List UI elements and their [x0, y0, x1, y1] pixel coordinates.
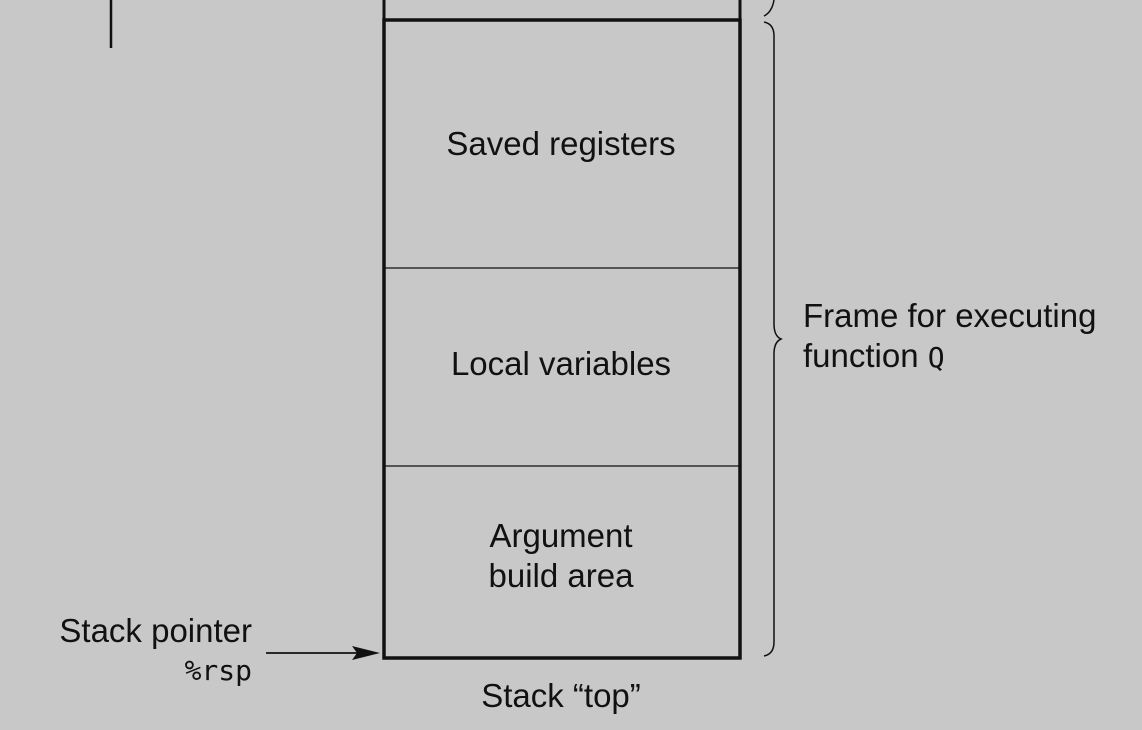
argument-build-area-line2: build area [488, 557, 634, 594]
stack-pointer-register: %rsp [184, 654, 252, 687]
previous-frame-brace [763, 0, 775, 17]
frame-label-function-name: Q [927, 341, 945, 374]
frame-label-function-word: function [803, 337, 919, 374]
local-variables-label: Local variables [450, 345, 672, 382]
argument-build-area-line1: Argument [489, 517, 633, 554]
frame-label-line2: function Q [803, 336, 1096, 378]
stack-top-label: Stack “top” [481, 677, 641, 714]
argument-build-area-label: Argument build area [489, 516, 634, 596]
frame-label: Frame for executing function Q [803, 296, 1096, 378]
saved-registers-label: Saved registers [446, 125, 676, 162]
stack-frame-box [382, 18, 742, 660]
frame-label-line1: Frame for executing [803, 297, 1097, 334]
stack-pointer-label: Stack pointer %rsp [44, 611, 252, 691]
frame-brace [763, 21, 783, 657]
stack-pointer-arrow-head [352, 646, 380, 660]
stack-pointer-text: Stack pointer [59, 612, 252, 649]
